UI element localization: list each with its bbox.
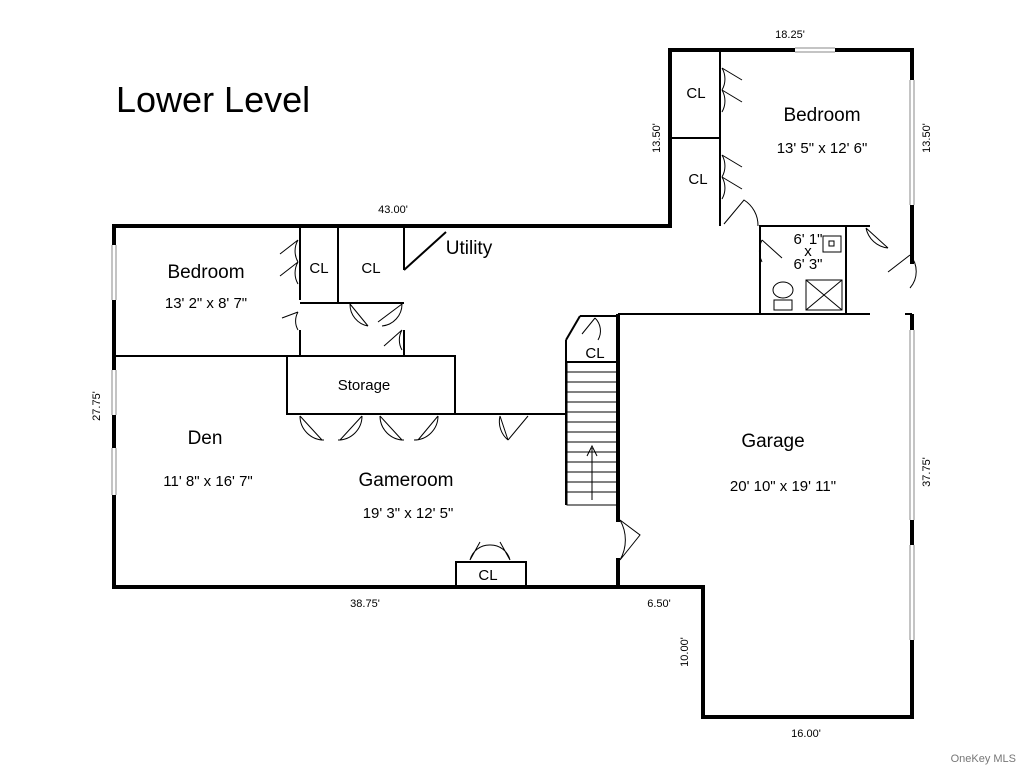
bedroom-upper-name: Bedroom: [783, 105, 860, 126]
closet-label: CL: [585, 345, 604, 362]
gameroom-dims: 19' 3" x 12' 5": [363, 505, 454, 522]
measurement-bottom-garage: 16.00': [791, 728, 821, 740]
windows: [111, 47, 915, 640]
closet-label: CL: [688, 171, 707, 188]
den-name: Den: [188, 428, 223, 449]
gameroom-name: Gameroom: [358, 470, 453, 491]
measurement-top-main: 43.00': [378, 204, 408, 216]
measurement-bottom-step: 6.50': [647, 598, 671, 610]
plan-title: Lower Level: [116, 79, 310, 120]
closet-label: CL: [686, 85, 705, 102]
utility-name: Utility: [446, 238, 493, 259]
closet-label: CL: [361, 260, 380, 277]
watermark: OneKey MLS: [951, 753, 1016, 765]
measurement-step-height: 10.00': [679, 637, 691, 667]
garage-dims: 20' 10" x 19' 11": [730, 478, 836, 495]
interior-walls: [114, 50, 912, 589]
bedroom-left-name: Bedroom: [167, 262, 244, 283]
bath-fixtures: [772, 235, 843, 311]
den-dims: 11' 8" x 16' 7": [163, 473, 253, 490]
garage-name: Garage: [741, 431, 804, 452]
bath-dim-line2: 6' 3": [793, 256, 822, 273]
bath-dim-x: x: [804, 243, 812, 260]
measurement-right-upper: 13.50': [921, 123, 933, 153]
closet-label: CL: [478, 567, 497, 584]
measurement-top-right: 18.25': [775, 29, 805, 41]
closet-label: CL: [309, 260, 328, 277]
bedroom-upper-dims: 13' 5" x 12' 6": [777, 140, 868, 157]
measurement-bottom-main: 38.75': [350, 598, 380, 610]
measurement-left-main: 27.75': [91, 391, 103, 421]
measurement-right-garage: 37.75': [921, 457, 933, 487]
staircase: [566, 361, 618, 506]
doors: [279, 67, 917, 561]
bath-dim-line1: 6' 1": [793, 231, 822, 248]
storage-name: Storage: [338, 377, 391, 394]
measurement-left-upper: 13.50': [651, 123, 663, 153]
bedroom-left-dims: 13' 2" x 8' 7": [165, 295, 247, 312]
